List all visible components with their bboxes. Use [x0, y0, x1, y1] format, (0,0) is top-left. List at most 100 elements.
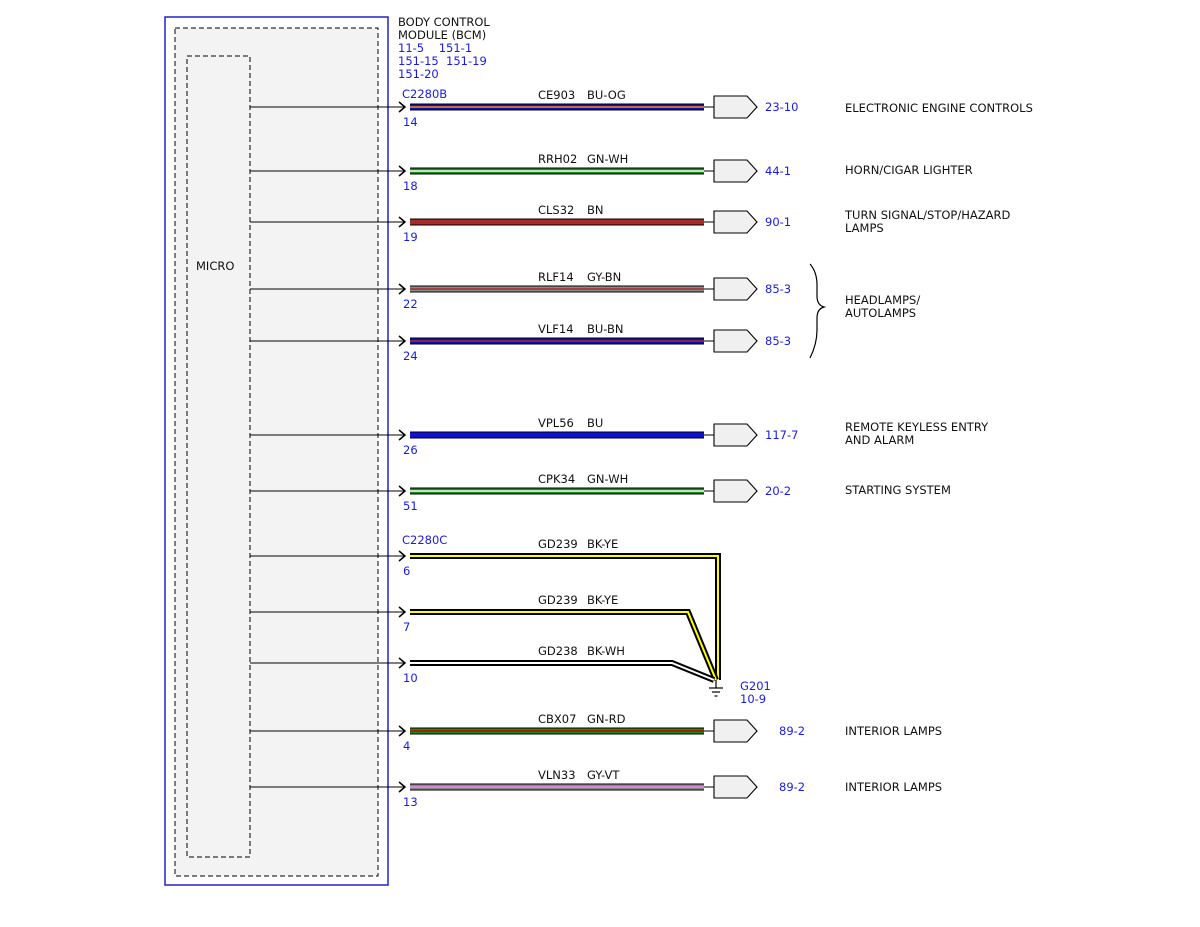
circuit-id: CPK34 [538, 472, 575, 486]
pin-arrow-icon [398, 429, 407, 441]
pin-number: 24 [403, 349, 418, 363]
pin-number: 14 [403, 115, 418, 129]
destination-ref[interactable]: 85-3 [765, 334, 791, 348]
circuit-id: CLS32 [538, 203, 574, 217]
pin-number: 7 [403, 620, 410, 634]
pin-number: 19 [403, 230, 418, 244]
pin-arrow-icon [398, 283, 407, 295]
destination-label: LAMPS [845, 221, 884, 235]
connector-arrow-icon [713, 775, 758, 799]
destination-ref[interactable]: 117-7 [765, 428, 798, 442]
ground-symbol-icon [709, 687, 723, 697]
wire-color-code: BU-OG [587, 88, 626, 102]
circuit-row: GD239 BK-YE 7 [250, 593, 618, 634]
circuit-row: 85-3 RLF14 GY-BN 22 [250, 270, 791, 311]
wire-color-code: GN-WH [587, 152, 628, 166]
circuit-id: CBX07 [538, 712, 576, 726]
wire-color-code: BK-YE [587, 537, 618, 551]
destination-ref[interactable]: 85-3 [765, 282, 791, 296]
circuit-id: GD238 [538, 644, 578, 658]
pin-arrow-icon [398, 165, 407, 177]
module-refs-line2[interactable]: 151-15 151-19 [398, 54, 487, 68]
wire-color-code: GN-RD [587, 712, 626, 726]
wire-color-code: BK-WH [587, 644, 625, 658]
connector-arrow-icon [713, 479, 758, 503]
destination-label: HORN/CIGAR LIGHTER [845, 163, 973, 177]
ground-name[interactable]: G201 [740, 679, 771, 693]
module-refs-line3[interactable]: 151-20 [398, 67, 439, 81]
connector-label[interactable]: C2280B [402, 87, 447, 101]
connector-label[interactable]: C2280C [402, 533, 447, 547]
module-title-line2: MODULE (BCM) [398, 28, 486, 42]
destination-label: TURN SIGNAL/STOP/HAZARD [844, 208, 1010, 222]
destination-label: ELECTRONIC ENGINE CONTROLS [845, 101, 1033, 115]
pin-number: 13 [403, 795, 418, 809]
pin-arrow-icon [398, 781, 407, 793]
pin-arrow-icon [398, 485, 407, 497]
connector-arrow-icon [713, 210, 758, 234]
pin-number: 18 [403, 179, 418, 193]
connector-arrow-icon [713, 423, 758, 447]
circuit-row: 23-10 CE903 BU-OG 14 ELECTRONIC ENGINE CONTR… [250, 88, 1033, 129]
pin-number: 4 [403, 739, 410, 753]
destination-ref[interactable]: 90-1 [765, 215, 791, 229]
destination-ref[interactable]: 89-2 [779, 780, 805, 794]
circuit-row: GD239 BK-YE 6 [250, 537, 618, 578]
circuit-row: 89-2 VLN33 GY-VT 13 INTERIOR LAMPS [250, 768, 942, 809]
wire-color-code: BK-YE [587, 593, 618, 607]
module-title-line1: BODY CONTROL [398, 15, 490, 29]
ground-bundle [410, 553, 721, 688]
circuit-id: CE903 [538, 88, 575, 102]
module-refs-line1[interactable]: 11-5 151-1 [398, 41, 472, 55]
micro-label: MICRO [196, 259, 234, 273]
destination-ref[interactable]: 44-1 [765, 164, 791, 178]
destination-ref[interactable]: 23-10 [765, 100, 798, 114]
connector-arrow-icon [713, 95, 758, 119]
circuit-row: GD238 BK-WH 10 [250, 644, 625, 685]
circuit-id: GD239 [538, 593, 578, 607]
circuit-row: 85-3 VLF14 BU-BN 24 [250, 322, 791, 363]
headlamps-brace [809, 263, 827, 359]
destination-label: AND ALARM [845, 433, 914, 447]
destination-ref[interactable]: 20-2 [765, 484, 791, 498]
circuit-id: RRH02 [538, 152, 577, 166]
circuit-id: VLN33 [538, 768, 576, 782]
destination-ref[interactable]: 89-2 [779, 724, 805, 738]
connector-arrow-icon [713, 329, 758, 353]
pin-arrow-icon [398, 550, 407, 562]
wire-color-code: BU-BN [587, 322, 624, 336]
connector-arrow-icon [713, 159, 758, 183]
circuit-rows: 23-10 CE903 BU-OG 14 ELECTRONIC ENGINE CONTR… [250, 88, 1033, 809]
circuit-row: 90-1 CLS32 BN 19 TURN SIGNAL/STOP/HAZARDLAMP… [250, 203, 1010, 244]
headlamps-label-line2: AUTOLAMPS [845, 306, 916, 320]
circuit-id: GD239 [538, 537, 578, 551]
connector-arrow-icon [713, 719, 758, 743]
destination-label: STARTING SYSTEM [845, 483, 951, 497]
pin-number: 10 [403, 671, 418, 685]
destination-label: INTERIOR LAMPS [845, 724, 942, 738]
pin-arrow-icon [398, 725, 407, 737]
pin-arrow-icon [398, 606, 407, 618]
pin-number: 22 [403, 297, 418, 311]
headlamps-label-line1: HEADLAMPS/ [845, 293, 920, 307]
circuit-row: 44-1 RRH02 GN-WH 18 HORN/CIGAR LIGHTER [250, 152, 973, 193]
wire-color-code: BU [587, 416, 603, 430]
circuit-row: 89-2 CBX07 GN-RD 4 INTERIOR LAMPS [250, 712, 942, 753]
destination-label: INTERIOR LAMPS [845, 780, 942, 794]
wire-color-code: GY-BN [587, 270, 621, 284]
circuit-id: VLF14 [538, 322, 574, 336]
pin-arrow-icon [398, 657, 407, 669]
destination-label: REMOTE KEYLESS ENTRY [845, 420, 989, 434]
pin-arrow-icon [398, 335, 407, 347]
ground-ref[interactable]: 10-9 [740, 692, 766, 706]
circuit-id: VPL56 [538, 416, 574, 430]
wire-color-code: BN [587, 203, 604, 217]
circuit-id: RLF14 [538, 270, 574, 284]
wire-color-code: GN-WH [587, 472, 628, 486]
pin-arrow-icon [398, 101, 407, 113]
micro-box [186, 55, 251, 858]
wire-color-code: GY-VT [587, 768, 620, 782]
pin-number: 6 [403, 564, 410, 578]
